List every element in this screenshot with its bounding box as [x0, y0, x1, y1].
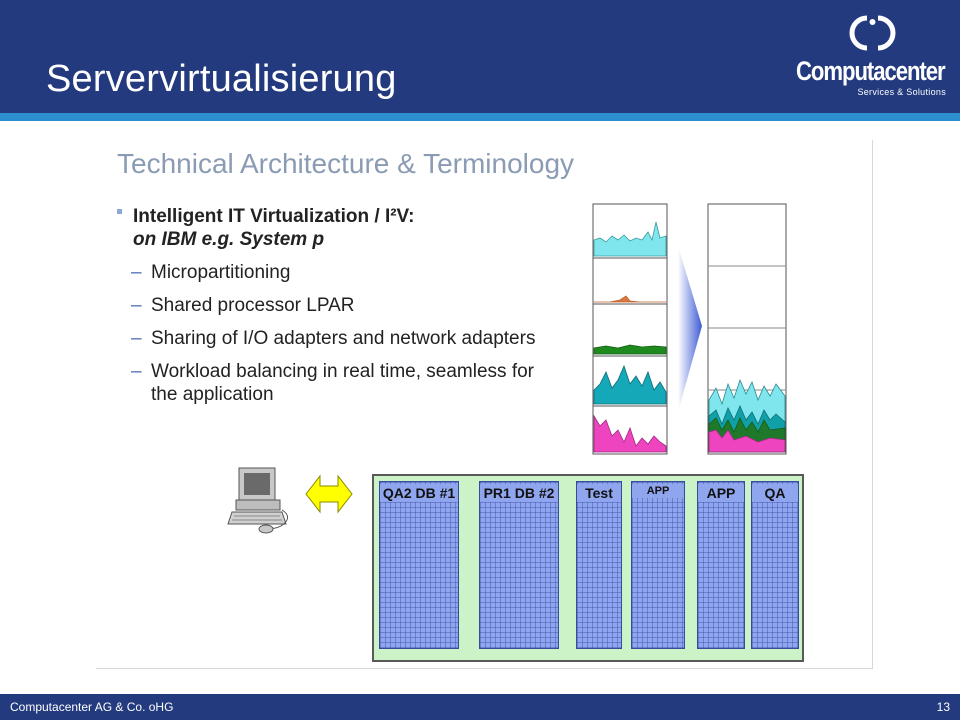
logo-name: Computacenter — [796, 56, 946, 86]
main-bullet-line2: on IBM e.g. System p — [133, 229, 325, 250]
company-logo: Computacenter Services & Solutions — [796, 14, 948, 100]
partition-column: QA2 DB #1 — [379, 481, 459, 649]
partition-column: APP — [697, 481, 745, 649]
dash-icon: – — [131, 328, 142, 349]
sub-bullet-workload-balancing: – Workload balancing in real time, seaml… — [117, 360, 547, 406]
footer-bar: Computacenter AG & Co. oHG 13 — [0, 694, 960, 720]
main-bullet: Intelligent IT Virtualization / I²V: on … — [117, 205, 547, 251]
partition-label: APP — [698, 484, 744, 502]
main-bullet-line1: Intelligent IT Virtualization / I²V: — [133, 206, 415, 227]
partition-column: QA — [751, 481, 799, 649]
sub-bullet-text: Sharing of I/O adapters and network adap… — [151, 328, 536, 349]
sub-bullet-micropartitioning: – Micropartitioning — [117, 261, 547, 284]
dash-icon: – — [131, 262, 142, 283]
partition-label: Test — [577, 484, 621, 502]
bullet-square-icon — [117, 209, 122, 214]
partition-column: APP — [631, 481, 685, 649]
computacenter-logo-icon — [849, 15, 896, 51]
sub-bullet-io-sharing: – Sharing of I/O adapters and network ad… — [117, 327, 547, 350]
sub-bullet-text: Workload balancing in real time, seamles… — [151, 361, 534, 405]
partition-label: APP — [632, 484, 684, 498]
sub-bullet-text: Micropartitioning — [151, 262, 291, 283]
partition-label: QA2 DB #1 — [380, 484, 458, 502]
partition-column: Test — [576, 481, 622, 649]
dash-icon: – — [131, 361, 142, 382]
footer-company: Computacenter AG & Co. oHG — [10, 700, 174, 714]
partition-column: PR1 DB #2 — [479, 481, 559, 649]
partition-label: QA — [752, 484, 798, 502]
page-number: 13 — [936, 700, 950, 714]
header-stripe — [0, 113, 960, 121]
sub-bullet-text: Shared processor LPAR — [151, 295, 355, 316]
dash-icon: – — [131, 295, 142, 316]
logo-tagline: Services & Solutions — [857, 87, 946, 97]
header-bar — [0, 0, 960, 113]
slide-heading: Technical Architecture & Terminology — [117, 148, 575, 179]
sub-bullet-shared-lpar: – Shared processor LPAR — [117, 294, 547, 317]
bullet-list: Intelligent IT Virtualization / I²V: on … — [117, 205, 547, 406]
page-title: Servervirtualisierung — [46, 58, 397, 100]
partition-label: PR1 DB #2 — [480, 484, 558, 502]
